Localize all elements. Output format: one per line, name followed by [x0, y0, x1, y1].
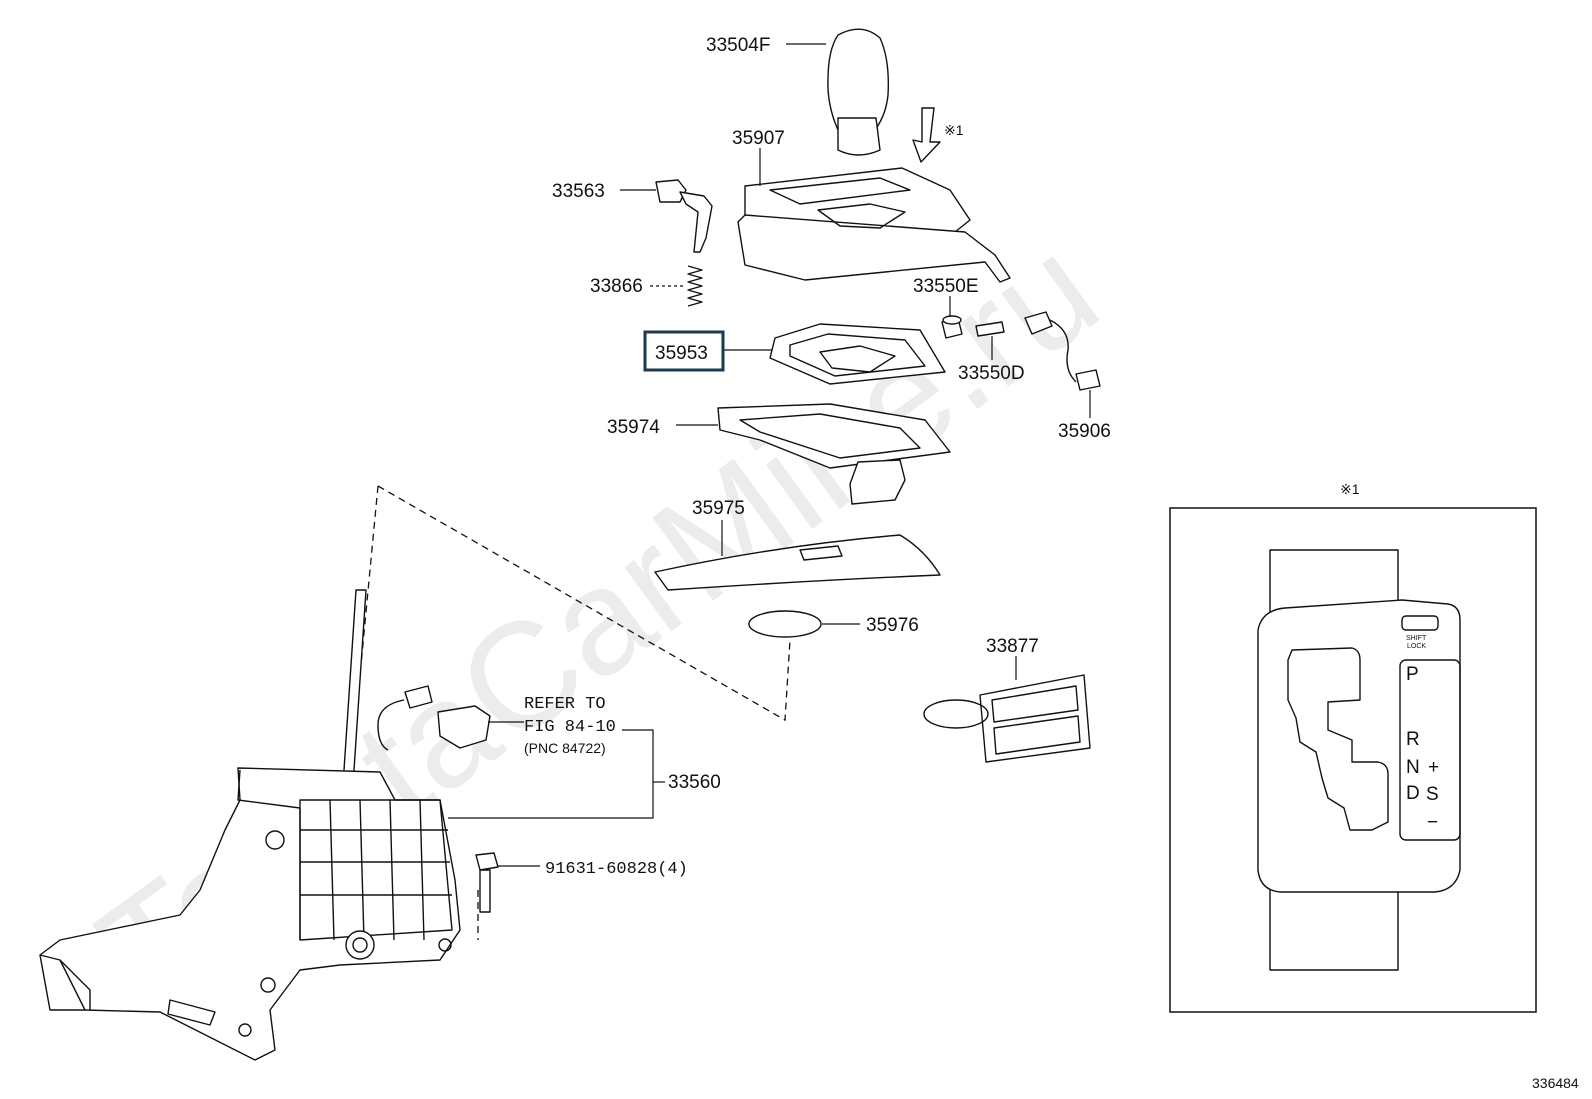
lock-solenoid-33563 [620, 179, 713, 253]
bolt-91631-60828 [475, 852, 540, 913]
inset-gate-r: R [1406, 729, 1420, 750]
callout-33550E: 33550E [913, 276, 979, 297]
refer-line-1: REFER TO [524, 695, 606, 714]
inset-plus: + [1428, 757, 1439, 778]
callout-33866: 33866 [590, 276, 643, 297]
callout-35906: 35906 [1058, 421, 1111, 442]
inset-gate-p: P [1406, 664, 1419, 685]
highlight-box-35953[interactable] [643, 330, 725, 372]
wire-harness-35906 [1024, 311, 1101, 418]
shift-lever-assembly-33560 [39, 589, 491, 1061]
bulb-33550D [975, 321, 1005, 360]
figure-number: 336484 [1532, 1075, 1579, 1091]
inset-shift-panel [1257, 549, 1461, 971]
callout-35975: 35975 [692, 498, 745, 519]
inset-gate-n: N [1406, 757, 1420, 778]
indicator-film-33877 [923, 656, 1091, 763]
callout-33877: 33877 [986, 636, 1039, 657]
refer-line-3: (PNC 84722) [524, 740, 606, 756]
inset-shift-lock-1: SHIFT [1406, 635, 1427, 642]
inset-minus: − [1427, 812, 1438, 833]
position-plate-35953 [723, 323, 946, 385]
callout-35974: 35974 [607, 417, 660, 438]
view-arrow [912, 107, 941, 163]
callout-33560: 33560 [668, 772, 721, 793]
view-marker: ※1 [944, 122, 964, 138]
callout-33550D: 33550D [958, 363, 1025, 384]
refer-line-2: FIG 84-10 [524, 718, 616, 737]
callout-33504F: 33504F [706, 35, 770, 56]
refer-bracket [448, 721, 665, 819]
slide-plate-35974 [676, 403, 951, 505]
inset-sport: S [1426, 784, 1439, 805]
callout-33563: 33563 [552, 181, 605, 202]
inset-shift-lock-2: LOCK [1407, 643, 1426, 650]
inset-title: ※1 [1340, 481, 1360, 497]
bulb-33550E [941, 296, 963, 339]
callout-35953[interactable]: 35953 [655, 343, 708, 364]
plate-35976 [748, 610, 860, 638]
callout-35907: 35907 [732, 128, 785, 149]
inset-gate-d: D [1406, 783, 1420, 804]
callout-35976: 35976 [866, 615, 919, 636]
shift-knob-33504F [786, 28, 890, 156]
indicator-housing-35907 [737, 148, 1011, 283]
slide-cover-35975 [654, 520, 941, 591]
callout-91631-60828: 91631-60828(4) [545, 860, 688, 879]
spring-33866 [650, 265, 703, 307]
